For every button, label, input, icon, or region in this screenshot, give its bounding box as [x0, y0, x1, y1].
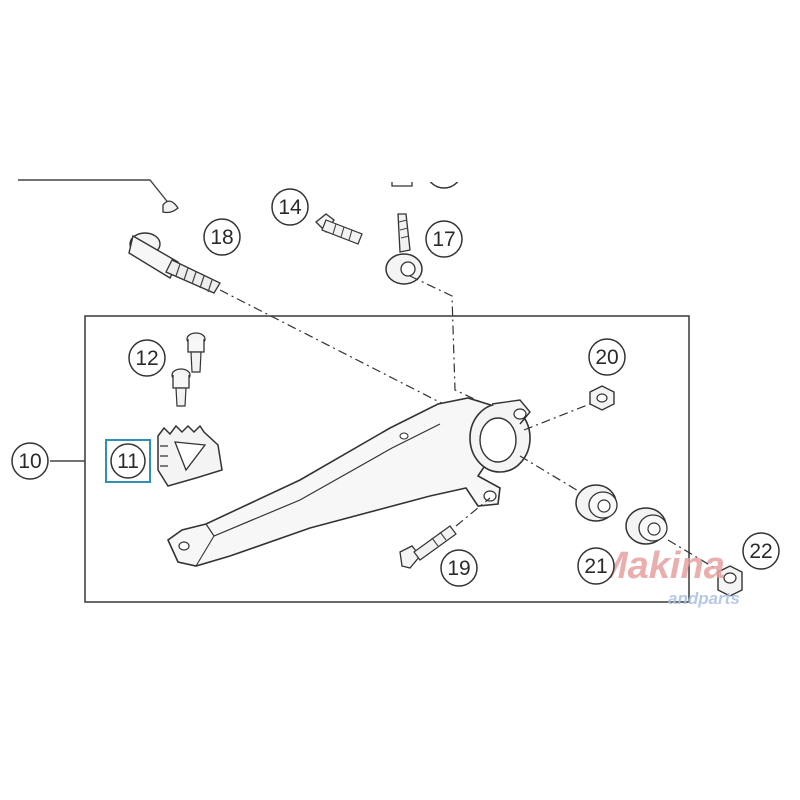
callout-10: 10: [11, 442, 49, 480]
highlight-box-11: [105, 439, 151, 483]
part-14-bolt: [315, 213, 363, 245]
callout-11: 11: [110, 443, 146, 479]
axis-line-20: [523, 403, 591, 431]
callout-18: 18: [203, 218, 241, 256]
part-12-screws: [171, 332, 206, 407]
axis-line-21: [519, 455, 581, 493]
callout-12-label: 12: [135, 347, 158, 370]
callout-17: 17: [425, 220, 463, 258]
callout-20: 20: [588, 338, 626, 376]
callout-21: 21: [577, 547, 615, 585]
part-19-bolt: [399, 525, 457, 569]
callout-10-label: 10: [18, 450, 41, 473]
callout-17-label: 17: [432, 228, 455, 251]
top-crop-mask: [380, 140, 470, 182]
assembly-frame: [84, 315, 690, 603]
callout-20-label: 20: [595, 346, 618, 369]
watermark: Makina andparts: [596, 545, 740, 608]
clip-part: [162, 200, 179, 214]
part-20-nut: [589, 385, 615, 411]
axis-line-17: [409, 275, 499, 411]
axis-line-18: [219, 289, 456, 411]
watermark-brand: Makina: [596, 545, 725, 587]
callout-19-label: 19: [447, 557, 470, 580]
part-16-partial: [391, 182, 413, 187]
callout-22-label: 22: [749, 540, 772, 563]
callout-22: 22: [742, 532, 780, 570]
callout-14: 14: [271, 188, 309, 226]
callout-12: 12: [128, 339, 166, 377]
callout-19: 19: [440, 549, 478, 587]
part-21-bearings: [575, 484, 668, 545]
leader-top: [18, 179, 171, 206]
part-11-footpeg-tip: [157, 424, 223, 487]
axis-line-19: [455, 497, 491, 527]
callout-11-label: 11: [117, 450, 139, 473]
callout-14-label: 14: [278, 196, 302, 219]
part-22-nut: [717, 565, 743, 597]
callout-21-label: 21: [584, 555, 607, 578]
part-10-brake-pedal: [166, 397, 531, 567]
watermark-sub: andparts: [668, 589, 740, 608]
callout-18-label: 18: [210, 226, 233, 249]
part-17-eye-bolt: [385, 213, 423, 285]
part-18-pin: [128, 232, 221, 294]
